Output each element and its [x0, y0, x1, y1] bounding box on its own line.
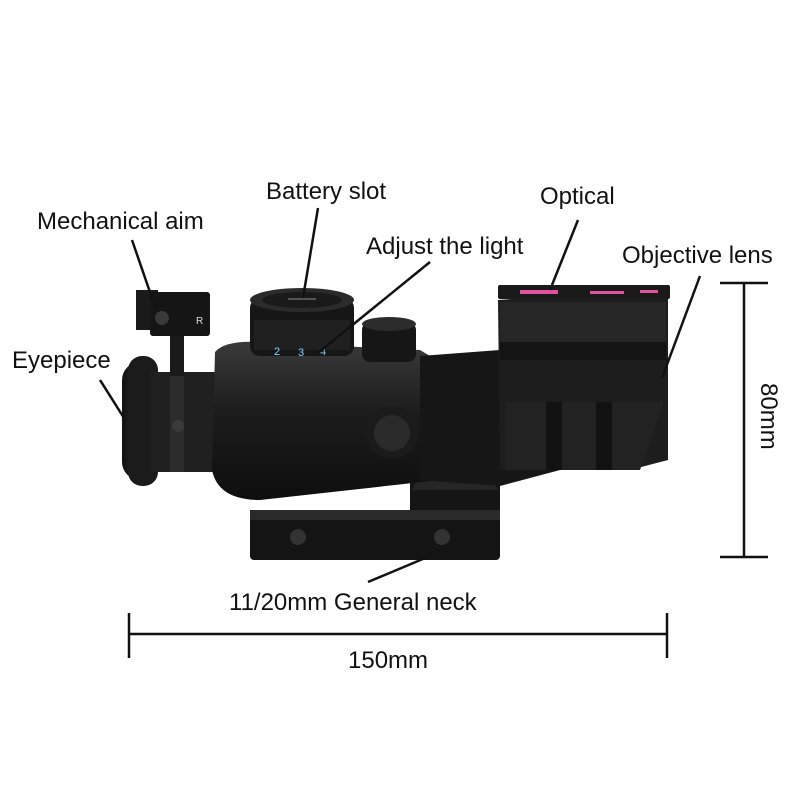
battery-slot-leader [301, 207, 320, 299]
mechanical-aim-label: Mechanical aim [37, 208, 204, 235]
height-dimension [720, 281, 768, 559]
turret-mark: R [196, 316, 203, 327]
scope-housing [212, 288, 668, 500]
dial-number: 3 [298, 347, 304, 359]
callout-lines [98, 207, 702, 584]
adjust-light-leader [317, 261, 431, 354]
eyepiece-label: Eyepiece [12, 347, 111, 374]
fiber-optic [498, 285, 670, 299]
eyepiece-leader [98, 379, 126, 419]
optical-label: Optical [540, 183, 615, 210]
mount-label: 11/20mm General neck [229, 589, 477, 616]
adjust-light-label: Adjust the light [366, 233, 524, 260]
optical-leader [548, 219, 580, 291]
dial-number: 4 [320, 346, 326, 358]
height-dimension-label: 80mm [755, 383, 782, 450]
rear-sight: R [136, 290, 210, 376]
top-turret [362, 317, 416, 362]
objective-lens-leader [660, 275, 702, 379]
width-dimension [127, 613, 669, 658]
width-dimension-label: 150mm [348, 647, 429, 674]
dial-number: 2 [274, 346, 280, 358]
battery-turret: 2 3 4 [250, 288, 354, 359]
mechanical-aim-leader [130, 239, 154, 299]
objective-lens-label: Objective lens [622, 242, 773, 269]
mount-leader [367, 554, 431, 584]
battery-slot-label: Battery slot [266, 178, 387, 205]
